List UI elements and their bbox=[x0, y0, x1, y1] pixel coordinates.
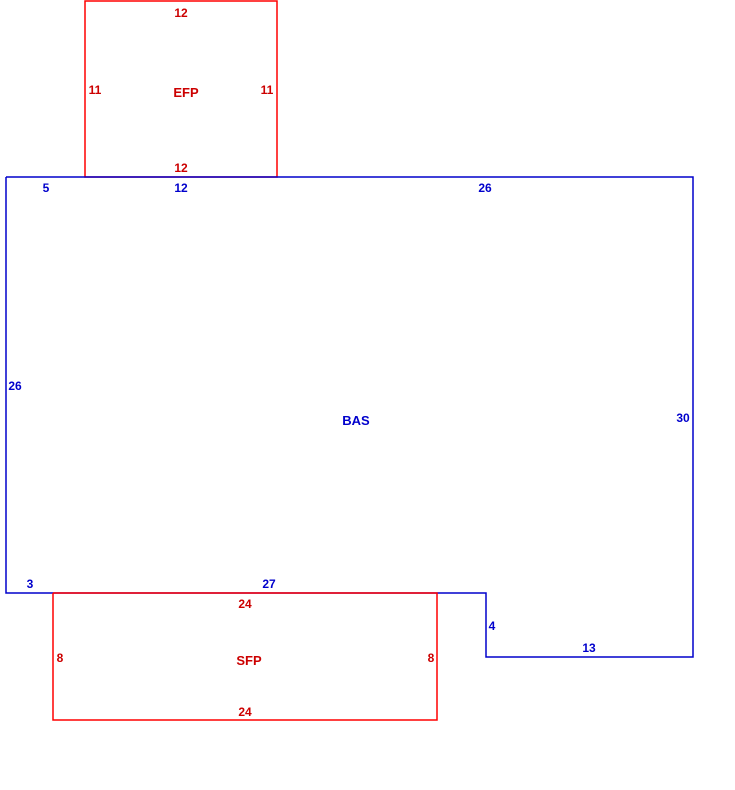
efp-area-name: EFP bbox=[173, 85, 199, 100]
bas-dim-bottom-middle: 27 bbox=[262, 577, 276, 591]
sfp-area-name: SFP bbox=[236, 653, 262, 668]
bas-dim-left: 26 bbox=[8, 379, 22, 393]
bas-dim-top-middle: 12 bbox=[174, 181, 188, 195]
efp-dim-right: 11 bbox=[261, 83, 274, 97]
sfp-dim-left: 8 bbox=[57, 651, 64, 665]
efp-dim-left: 11 bbox=[89, 83, 102, 97]
sfp-dim-top: 24 bbox=[238, 597, 252, 611]
bas-area-name: BAS bbox=[342, 413, 370, 428]
bas-dim-step-vertical: 4 bbox=[489, 619, 496, 633]
efp-dim-bottom: 12 bbox=[174, 161, 188, 175]
sfp-outline bbox=[52, 592, 438, 721]
bas-dim-right: 30 bbox=[676, 411, 690, 425]
sfp-dim-bottom: 24 bbox=[238, 705, 252, 719]
bas-dim-top-right: 26 bbox=[478, 181, 492, 195]
bas-dim-bottom-left: 3 bbox=[27, 577, 34, 591]
efp-dim-top: 12 bbox=[174, 6, 188, 20]
bas-outline bbox=[5, 176, 694, 658]
bas-dim-top-left: 5 bbox=[43, 181, 50, 195]
sfp-dim-right: 8 bbox=[428, 651, 435, 665]
bas-dim-step-bottom: 13 bbox=[582, 641, 596, 655]
